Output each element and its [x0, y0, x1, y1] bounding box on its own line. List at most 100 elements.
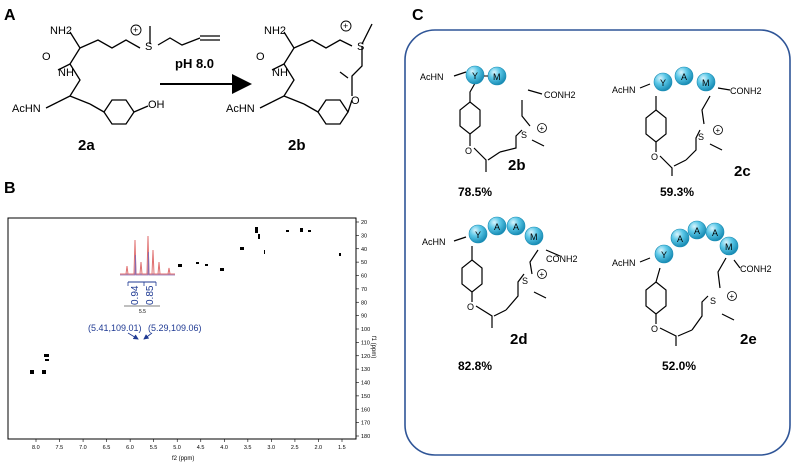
- residue-a: A: [513, 222, 519, 232]
- y-tick-label: 160: [361, 407, 370, 413]
- x-tick-label: 1.5: [338, 445, 346, 451]
- x-tick-label: 6.5: [103, 445, 111, 451]
- panel-c: C AcHN CONH2 O S +: [404, 7, 791, 456]
- cross-peak: [258, 234, 260, 239]
- x-tick-label: 6.0: [126, 445, 134, 451]
- residue-m: M: [702, 78, 710, 88]
- residue-m: M: [493, 72, 501, 82]
- panel-b: B 20304050607080901001101201301401501601…: [4, 180, 376, 462]
- peak-annotation-1: (5.41,109.01): [88, 323, 142, 333]
- group-acnh-b: AcHN: [226, 103, 255, 115]
- o-2c: O: [651, 152, 658, 162]
- x-tick-label: 2.5: [291, 445, 299, 451]
- x-tick-label: 7.0: [79, 445, 87, 451]
- charge-2e: +: [730, 292, 735, 301]
- residue-bead-m: [696, 72, 716, 92]
- cross-peak: [196, 262, 199, 264]
- inset-integral-1: 0.94: [130, 285, 141, 305]
- residue-bead-a: [670, 228, 690, 248]
- acnh-2e: AcHN: [612, 258, 636, 268]
- peptide-chain-2c: Y A M: [653, 66, 716, 92]
- peptide-chain-2e: Y A A A M: [654, 220, 739, 264]
- residue-y: Y: [475, 230, 481, 240]
- compound-label-2a: 2a: [78, 137, 95, 154]
- conh2-2b: CONH2: [544, 90, 576, 100]
- residue-bead-m: [719, 236, 739, 256]
- residue-a: A: [681, 72, 687, 82]
- residue-bead-y: [653, 72, 673, 92]
- cross-peak: [255, 227, 258, 233]
- structure-2d-macrocycle: AcHN CONH2 O S + Y A A M 2d 82.8%: [422, 216, 578, 373]
- peak-annotation-2: (5.29,109.06): [148, 323, 202, 333]
- group-s-a: S: [145, 41, 152, 53]
- compound-label-2c: 2c: [734, 163, 751, 180]
- y-tick-label: 120: [361, 354, 370, 360]
- residue-bead-m: [524, 226, 544, 246]
- residue-bead-a: [506, 216, 526, 236]
- s-2b: S: [521, 130, 527, 140]
- group-o-a: O: [42, 51, 51, 63]
- y-axis-title: f1 (ppm): [370, 336, 376, 358]
- charge-2d: +: [540, 270, 545, 279]
- group-oh-a: OH: [148, 99, 165, 111]
- yield-2e: 52.0%: [662, 359, 696, 373]
- x-tick-label: 3.5: [244, 445, 252, 451]
- y-tick-label: 150: [361, 394, 370, 400]
- residue-m: M: [530, 232, 538, 242]
- acnh-2c: AcHN: [612, 85, 636, 95]
- compound-label-2e: 2e: [740, 331, 757, 348]
- cross-peak: [44, 354, 49, 357]
- y-tick-label: 140: [361, 381, 370, 387]
- residue-bead-a: [674, 66, 694, 86]
- x-tick-label: 2.0: [314, 445, 322, 451]
- cross-peak: [205, 264, 208, 266]
- x-axis-title: f2 (ppm): [172, 456, 194, 462]
- structure-2b-macrocycle: AcHN CONH2 O S + Y M 2b 78.5%: [420, 65, 576, 199]
- conh2-2d: CONH2: [546, 254, 578, 264]
- compound-label-2b-a: 2b: [288, 137, 306, 154]
- y-tick-label: 80: [361, 300, 367, 306]
- charge-2c: +: [716, 126, 721, 135]
- residue-bead-a: [705, 222, 725, 242]
- s-2d: S: [522, 276, 528, 286]
- y-tick-label: 170: [361, 421, 370, 427]
- panel-a: A NH2 NH O AcHN S + OH 2a pH 8.0: [4, 7, 373, 154]
- residue-a: A: [677, 234, 683, 244]
- panel-c-label: C: [412, 7, 424, 24]
- x-tick-label: 3.0: [267, 445, 275, 451]
- compound-label-2d: 2d: [510, 331, 528, 348]
- y-tick-label: 40: [361, 247, 367, 253]
- x-tick-label: 5.0: [173, 445, 181, 451]
- s-2e: S: [710, 296, 716, 306]
- inset-integral-2: 0.85: [145, 285, 156, 305]
- group-nh-b: NH: [272, 67, 288, 79]
- peak-arrow-2: [143, 332, 153, 340]
- residue-bead-y: [654, 244, 674, 264]
- y-tick-label: 110: [361, 340, 370, 346]
- cross-peak: [308, 230, 311, 232]
- charge-icon-2b: [537, 123, 547, 133]
- inset-spectrum: 0.94 0.85 5.5: [120, 235, 175, 315]
- group-nh2-a: NH2: [50, 25, 72, 37]
- residue-bead-a: [487, 216, 507, 236]
- cross-peak: [264, 250, 265, 254]
- yield-2d: 82.8%: [458, 359, 492, 373]
- residue-bead-y: [468, 224, 488, 244]
- panel-a-label: A: [4, 7, 16, 24]
- x-tick-label: 8.0: [32, 445, 40, 451]
- yield-2c: 59.3%: [660, 185, 694, 199]
- cross-peak: [300, 228, 303, 232]
- group-o-ether-b: O: [351, 95, 360, 107]
- x-tick-label: 7.5: [56, 445, 64, 451]
- cross-peak: [286, 230, 289, 232]
- charge-a: +: [133, 25, 138, 35]
- inset-x-tick: 5.5: [139, 309, 146, 315]
- group-acnh-a: AcHN: [12, 103, 41, 115]
- cross-peak: [178, 264, 182, 267]
- residue-y: Y: [660, 78, 666, 88]
- panel-c-frame: [404, 29, 791, 456]
- residue-y: Y: [661, 250, 667, 260]
- y-tick-label: 100: [361, 327, 370, 333]
- residue-a: A: [694, 226, 700, 236]
